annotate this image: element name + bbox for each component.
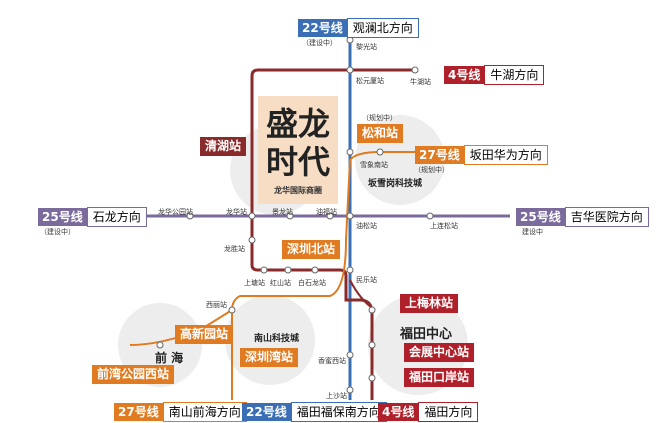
line-direction: 坂田华为方向	[463, 145, 548, 165]
station-niuhu: 牛湖站	[410, 78, 431, 86]
direction-bottom-4: 4号线 福田方向	[378, 402, 479, 422]
station-dot	[260, 266, 268, 274]
headline-subtitle: 龙华国际商圈	[274, 185, 322, 195]
station-dot	[311, 266, 319, 274]
station-xiangmixi: 香蜜西站	[318, 357, 346, 365]
zone-bantian: 坂雪岗科技城	[368, 179, 423, 189]
line-number: 22号线	[242, 403, 291, 421]
station-qinghu: 清湖站	[200, 137, 247, 156]
direction-bottom-22: 22号线 福田福保南方向	[242, 402, 387, 422]
station-dot	[368, 374, 376, 382]
station-dot	[286, 212, 294, 220]
station-dot	[368, 306, 376, 314]
line-direction: 南山前海方向	[162, 402, 247, 422]
note: （规划中）	[414, 166, 449, 174]
station-shanglian: 上连松站	[430, 222, 458, 230]
station-longhua-park: 龙华公园站	[158, 208, 193, 216]
direction-top-4: 4号线 牛湖方向	[444, 65, 545, 85]
station-liguang: 黎光站	[356, 43, 377, 51]
station-dot	[346, 148, 354, 156]
station-shenzhen-north: 深圳北站	[282, 240, 341, 259]
station-songhe: 松和站	[357, 124, 404, 143]
station-shenzhenwan: 深圳湾站	[240, 348, 299, 367]
line-number: 27号线	[415, 146, 464, 164]
line-direction: 吉华医院方向	[564, 207, 649, 227]
note: （建设中）	[302, 39, 337, 47]
station-youfu: 油福站	[316, 208, 337, 216]
line-number: 25号线	[516, 208, 565, 226]
station-jinglong: 景龙站	[272, 208, 293, 216]
station-hongshan: 红山站	[270, 279, 291, 287]
station-dot	[346, 386, 354, 394]
station-dot	[248, 236, 256, 244]
direction-right-27: 27号线 坂田华为方向	[415, 145, 548, 165]
station-baishilong: 白石龙站	[298, 279, 326, 287]
station-dot	[156, 341, 164, 349]
station-longhua: 龙华站	[226, 208, 247, 216]
station-minle: 民乐站	[356, 276, 377, 284]
headline-line2: 时代	[265, 142, 330, 181]
station-dot	[346, 351, 354, 359]
station-dot	[346, 66, 354, 74]
line-number: 22号线	[298, 19, 347, 37]
station-shangmeilin: 上梅林站	[400, 294, 459, 313]
line-direction: 福田福保南方向	[290, 402, 387, 422]
station-dot	[284, 266, 292, 274]
note: 建设中	[522, 228, 543, 236]
direction-right-25: 25号线 吉华医院方向	[516, 207, 649, 227]
station-shangsha: 上沙站	[326, 392, 347, 400]
line-direction: 石龙方向	[86, 207, 147, 227]
station-dot	[186, 212, 194, 220]
station-dot	[346, 266, 354, 274]
station-qianwan-park: 前湾公园西站	[92, 365, 175, 384]
station-dot	[426, 212, 434, 220]
note: （规划中）	[362, 114, 397, 122]
station-dot	[411, 66, 419, 74]
line-number: 4号线	[378, 403, 419, 421]
zone-qianhai: 前 海	[155, 351, 184, 365]
line-direction: 牛湖方向	[484, 65, 545, 85]
station-dot	[326, 212, 334, 220]
station-xuexiangnan: 雪象南站	[360, 161, 388, 169]
station-youfu2: 油松站	[356, 222, 377, 230]
station-dot	[248, 212, 256, 220]
station-shangtang: 上塘站	[244, 279, 265, 287]
line-27-path	[231, 151, 420, 400]
station-songyuansha: 松元厦站	[356, 77, 384, 85]
line-number: 4号线	[444, 66, 485, 84]
station-dot	[228, 306, 236, 314]
station-dot	[376, 148, 384, 156]
station-gaoxinyuan: 高新园站	[175, 325, 234, 344]
zone-futian: 福田中心	[400, 327, 453, 342]
station-huizhan: 会展中心站	[404, 343, 475, 362]
direction-left-25: 25号线 石龙方向	[38, 207, 147, 227]
line-direction: 福田方向	[418, 402, 479, 422]
headline-block: 盛龙 时代 龙华国际商圈	[258, 96, 338, 204]
station-longsheng: 龙胜站	[224, 245, 245, 253]
station-dot	[346, 212, 354, 220]
zone-nanshan: 南山科技城	[254, 334, 300, 344]
direction-top-22: 22号线 观澜北方向	[298, 18, 419, 38]
line-direction: 观澜北方向	[346, 18, 419, 38]
direction-bottom-27: 27号线 南山前海方向	[114, 402, 247, 422]
note: （建设中）	[40, 228, 75, 236]
station-dot	[368, 341, 376, 349]
line-number: 25号线	[38, 208, 87, 226]
line-number: 27号线	[114, 403, 163, 421]
headline-line1: 盛龙	[265, 104, 330, 143]
station-xili: 西丽站	[206, 301, 227, 309]
station-futian-port: 福田口岸站	[404, 368, 475, 387]
